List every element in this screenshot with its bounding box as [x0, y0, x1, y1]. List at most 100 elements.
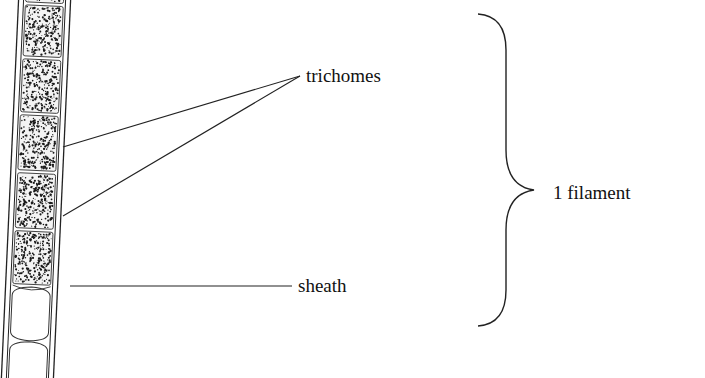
stipple-dot [26, 43, 27, 44]
stipple-dot [47, 274, 49, 276]
stipple-dot [23, 225, 25, 227]
stipple-dot [34, 242, 36, 244]
stipple-dot [51, 38, 53, 40]
stipple-dot [39, 27, 41, 29]
stipple-dot [26, 242, 28, 244]
stipple-dot [44, 80, 46, 82]
stipple-dot [20, 191, 22, 193]
stipple-dot [21, 246, 23, 248]
stipple-dot [37, 195, 38, 196]
stipple-dot [16, 239, 17, 240]
stipple-dot [32, 14, 33, 15]
stipple-dot [46, 157, 48, 159]
stipple-dot [40, 236, 42, 238]
stipple-dot [46, 80, 48, 82]
stipple-dot [25, 279, 27, 281]
stipple-dot [32, 36, 34, 38]
stipple-dot [46, 133, 48, 135]
stipple-dot [27, 158, 29, 160]
stipple-dot [32, 96, 34, 98]
stipple-dot [52, 150, 54, 152]
cell-wall [12, 285, 50, 291]
stipple-dot [26, 136, 27, 137]
stipple-dot [41, 150, 42, 151]
stipple-dot [41, 35, 43, 37]
stipple-dot [33, 147, 35, 149]
stipple-dot [57, 39, 58, 40]
stipple-dot [52, 164, 54, 166]
stipple-dot [24, 61, 25, 62]
stipple-dot [42, 17, 43, 18]
stipple-dot [29, 123, 31, 125]
stipple-dot [46, 242, 48, 244]
stipple-dot [48, 16, 50, 18]
stipple-dot [24, 182, 26, 184]
stipple-dot [43, 193, 44, 194]
stipple-dot [58, 50, 60, 52]
stipple-dot [33, 279, 35, 281]
stipple-dot [57, 28, 59, 30]
stipple-dot [41, 199, 42, 200]
stipple-dot [46, 93, 48, 95]
stipple-dot [53, 122, 55, 124]
stipple-dot [50, 143, 51, 144]
stipple-dot [21, 162, 22, 163]
stipple-dot [47, 157, 49, 159]
stipple-dot [33, 279, 34, 280]
stipple-dot [32, 24, 34, 26]
stipple-dot [52, 13, 54, 15]
stipple-dot [59, 20, 61, 22]
stipple-dot [34, 126, 35, 127]
stipple-dot [52, 10, 53, 11]
stipple-dot [31, 126, 32, 127]
stipple-dot [29, 105, 30, 106]
stipple-dot [54, 1, 56, 3]
stipple-dot [48, 183, 50, 185]
stipple-dot [28, 50, 29, 51]
stipple-dot [44, 8, 46, 10]
stipple-dot [34, 281, 36, 283]
stipple-dot [33, 274, 35, 276]
stipple-dot [25, 99, 27, 101]
stipple-dot [44, 146, 45, 147]
stipple-dot [42, 255, 44, 257]
stipple-dot [43, 195, 45, 197]
stipple-dot [47, 235, 48, 236]
stipple-dot [29, 164, 31, 166]
stipple-dot [28, 200, 30, 202]
stipple-dot [49, 211, 51, 213]
stipple-dot [43, 120, 44, 121]
stipple-dot [53, 186, 54, 187]
stipple-dot [44, 274, 45, 275]
stipple-dot [20, 166, 21, 167]
stipple-dot [26, 101, 28, 103]
stipple-dot [32, 24, 34, 26]
stipple-dot [29, 72, 31, 74]
stipple-dot [27, 152, 29, 154]
stipple-dot [38, 92, 39, 93]
stipple-dot [23, 180, 25, 182]
stipple-dot [34, 152, 36, 154]
stipple-dot [34, 277, 36, 279]
stipple-dot [48, 245, 50, 247]
stipple-dot [43, 263, 44, 264]
trichome-cell [13, 231, 53, 286]
stipple-dot [57, 66, 58, 67]
stipple-dot [35, 187, 37, 189]
stipple-dot [28, 107, 29, 108]
stipple-dot [47, 87, 49, 89]
stipple-dot [38, 131, 40, 133]
stipple-dot [49, 186, 51, 188]
stipple-dot [48, 279, 50, 281]
stipple-dot [34, 167, 36, 169]
stipple-dot [27, 15, 29, 17]
stipple-dot [44, 191, 45, 192]
stipple-dot [38, 16, 40, 18]
stipple-dot [44, 176, 46, 178]
stipple-dot [40, 162, 42, 164]
stipple-dot [59, 9, 61, 11]
stipple-dot [18, 248, 19, 249]
stipple-dot [42, 39, 44, 41]
stipple-dot [50, 88, 52, 90]
stipple-dot [31, 202, 33, 204]
